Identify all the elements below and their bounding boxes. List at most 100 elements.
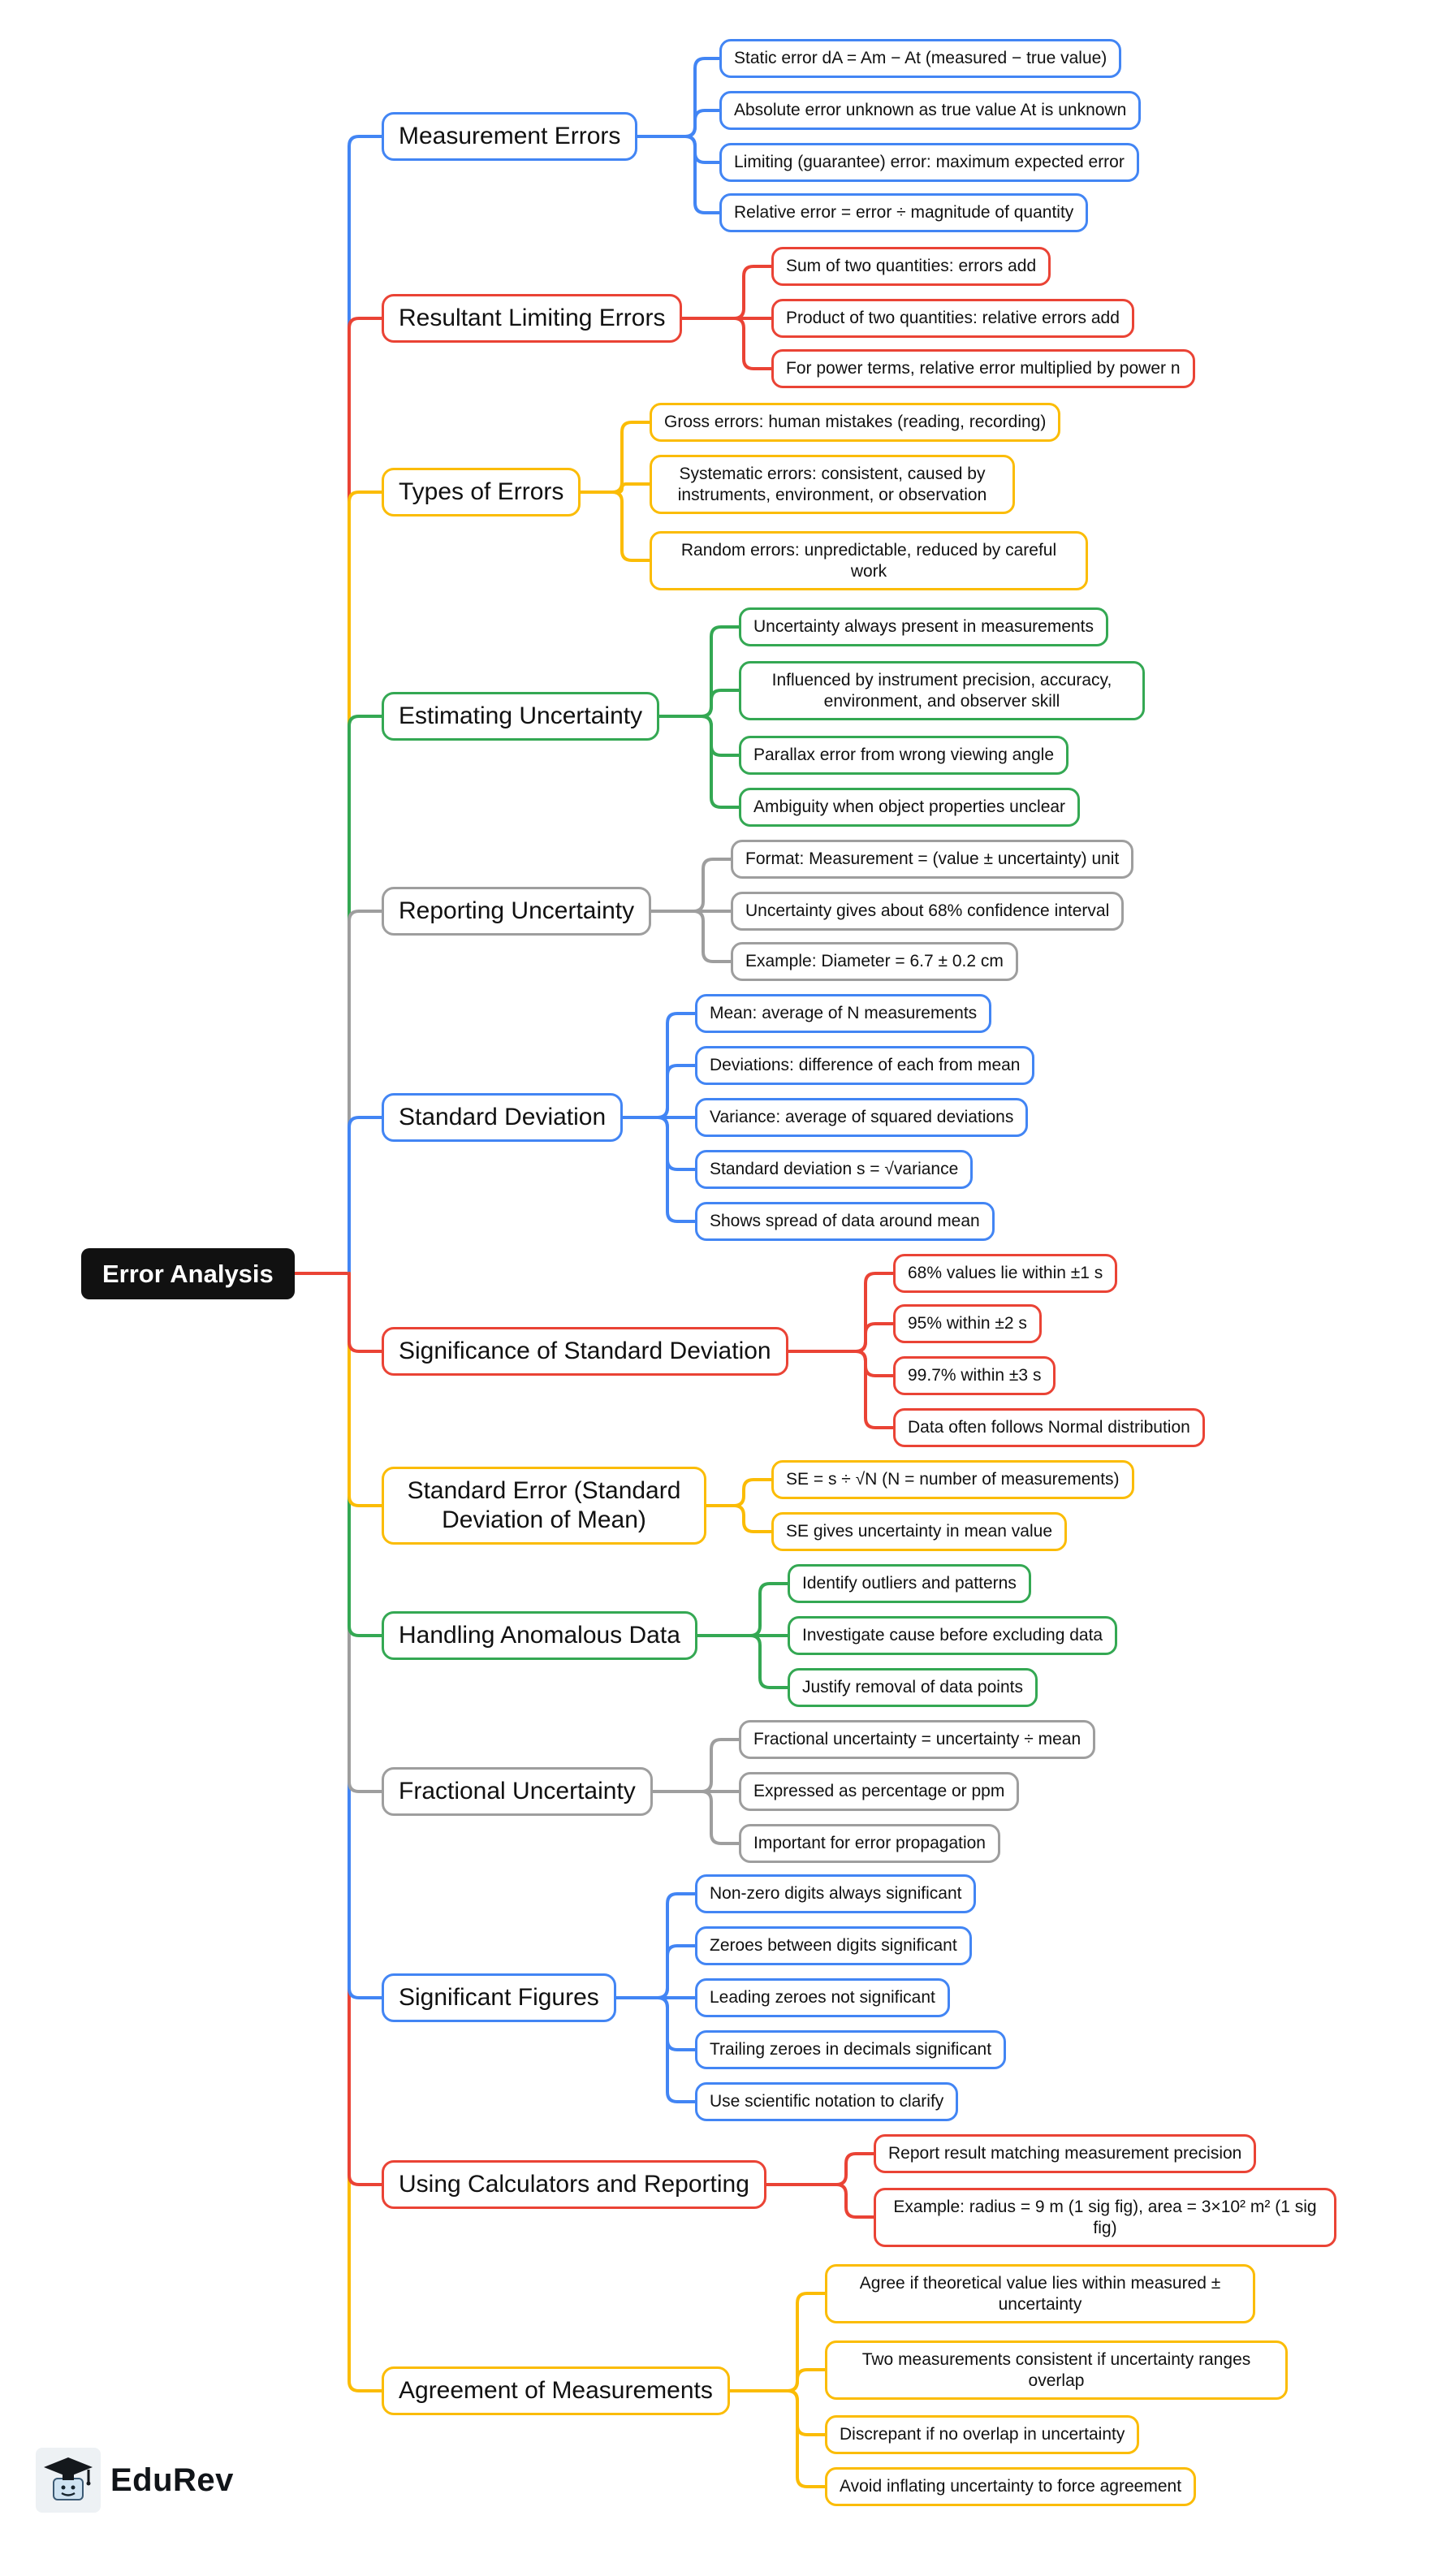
connector-line	[610, 1996, 703, 2051]
child-node[interactable]: Format: Measurement = (value ± uncertain…	[731, 840, 1134, 879]
connector-line	[631, 135, 727, 164]
child-node[interactable]: SE = s ÷ √N (N = number of measurements)	[771, 1460, 1134, 1499]
branch-node[interactable]: Handling Anomalous Data	[382, 1611, 697, 1660]
child-node[interactable]: Standard deviation s = √variance	[695, 1150, 974, 1189]
child-node[interactable]: Mean: average of N measurements	[695, 994, 992, 1033]
child-node[interactable]: Absolute error unknown as true value At …	[719, 91, 1142, 130]
child-node[interactable]: Avoid inflating uncertainty to force agr…	[825, 2467, 1197, 2506]
child-node[interactable]: Trailing zeroes in decimals significant	[695, 2030, 1007, 2069]
connector-line	[610, 1944, 703, 1999]
child-node[interactable]: Shows spread of data around mean	[695, 1202, 995, 1241]
connector-line	[653, 715, 747, 757]
connector-line	[574, 482, 658, 494]
branch-node[interactable]: Standard Deviation	[382, 1093, 624, 1142]
connector-line	[691, 1582, 796, 1637]
connector-line	[653, 715, 747, 809]
connector-line	[574, 491, 658, 562]
branch-node[interactable]: Significance of Standard Deviation	[382, 1327, 788, 1376]
child-node[interactable]: Static error dA = Am − At (measured − tr…	[719, 39, 1122, 78]
connector-line	[782, 1272, 901, 1353]
child-node[interactable]: Identify outliers and patterns	[788, 1564, 1031, 1603]
edurev-logo[interactable]: EduRev	[36, 2448, 234, 2513]
child-node[interactable]: Gross errors: human mistakes (reading, r…	[650, 403, 1061, 442]
child-node[interactable]: Ambiguity when object properties unclear	[739, 788, 1081, 827]
child-node[interactable]: Leading zeroes not significant	[695, 1978, 950, 2017]
connector-line	[348, 1272, 390, 2392]
branch-node[interactable]: Standard Error (Standard Deviation of Me…	[382, 1467, 706, 1545]
child-node[interactable]: Influenced by instrument precision, accu…	[739, 661, 1145, 721]
connector-line	[348, 1272, 390, 1507]
child-node[interactable]: Zeroes between digits significant	[695, 1926, 972, 1965]
connector-line	[616, 1116, 703, 1171]
connector-line	[348, 317, 390, 1275]
connector-line	[723, 2389, 833, 2436]
connector-line	[782, 1322, 901, 1353]
connector-line	[348, 1116, 390, 1275]
connector-line	[348, 1272, 390, 1637]
branch-node[interactable]: Fractional Uncertainty	[382, 1767, 653, 1816]
child-node[interactable]: For power terms, relative error multipli…	[771, 349, 1195, 388]
connector-line	[700, 1504, 779, 1533]
child-node[interactable]: Important for error propagation	[739, 1824, 1000, 1863]
child-node[interactable]: Product of two quantities: relative erro…	[771, 299, 1134, 338]
child-node[interactable]: Agree if theoretical value lies within m…	[825, 2264, 1255, 2324]
branch-node[interactable]: Types of Errors	[382, 468, 581, 516]
connector-line	[348, 1272, 390, 1999]
child-node[interactable]: Random errors: unpredictable, reduced by…	[650, 531, 1088, 591]
branch-node[interactable]: Resultant Limiting Errors	[382, 294, 683, 343]
child-node[interactable]: Variance: average of squared deviations	[695, 1098, 1029, 1137]
child-node[interactable]: Uncertainty gives about 68% confidence i…	[731, 892, 1125, 931]
child-node[interactable]: Fractional uncertainty = uncertainty ÷ m…	[739, 1720, 1096, 1759]
connector-line	[653, 689, 747, 718]
child-node[interactable]: Example: radius = 9 m (1 sig fig), area …	[874, 2188, 1336, 2248]
connector-line	[631, 57, 727, 138]
child-node[interactable]: Deviations: difference of each from mean	[695, 1046, 1035, 1085]
child-node[interactable]: Uncertainty always present in measuremen…	[739, 607, 1109, 646]
branch-node[interactable]: Reporting Uncertainty	[382, 887, 652, 936]
child-node[interactable]: Use scientific notation to clarify	[695, 2082, 959, 2121]
connector-line	[645, 858, 739, 913]
child-node[interactable]: Justify removal of data points	[788, 1668, 1038, 1707]
branch-node[interactable]: Significant Figures	[382, 1973, 616, 2022]
child-node[interactable]: Limiting (guarantee) error: maximum expe…	[719, 143, 1139, 182]
child-node[interactable]: SE gives uncertainty in mean value	[771, 1512, 1068, 1551]
branch-node[interactable]: Estimating Uncertainty	[382, 692, 660, 741]
child-node[interactable]: Relative error = error ÷ magnitude of qu…	[719, 193, 1089, 232]
child-node[interactable]: Sum of two quantities: errors add	[771, 247, 1051, 286]
connector-line	[631, 135, 727, 214]
connector-line	[653, 625, 747, 718]
child-node[interactable]: 95% within ±2 s	[893, 1304, 1042, 1343]
child-node[interactable]: 68% values lie within ±1 s	[893, 1254, 1118, 1293]
child-node[interactable]: Investigate cause before excluding data	[788, 1616, 1118, 1655]
child-node[interactable]: Two measurements consistent if uncertain…	[825, 2340, 1288, 2401]
branch-node[interactable]: Agreement of Measurements	[382, 2366, 730, 2415]
child-node[interactable]: Parallax error from wrong viewing angle	[739, 736, 1069, 775]
connector-line	[610, 1996, 703, 2103]
child-node[interactable]: Example: Diameter = 6.7 ± 0.2 cm	[731, 942, 1018, 981]
child-node[interactable]: Systematic errors: consistent, caused by…	[650, 455, 1015, 515]
connector-line	[782, 1350, 901, 1429]
connector-line	[646, 1790, 747, 1845]
connector-line	[348, 715, 390, 1275]
connector-line	[760, 2152, 882, 2186]
connector-line	[348, 1272, 390, 1353]
edurev-logo-icon	[36, 2448, 101, 2513]
root-node[interactable]: Error Analysis	[81, 1248, 295, 1300]
child-node[interactable]: Data often follows Normal distribution	[893, 1408, 1205, 1447]
connector-line	[691, 1634, 796, 1689]
connector-line	[723, 2368, 833, 2392]
graduation-cap-icon	[44, 2457, 93, 2500]
connector-line	[676, 317, 779, 370]
child-node[interactable]: Non-zero digits always significant	[695, 1874, 977, 1913]
branch-node[interactable]: Using Calculators and Reporting	[382, 2160, 766, 2209]
child-node[interactable]: 99.7% within ±3 s	[893, 1356, 1056, 1395]
connector-line	[676, 265, 779, 320]
connector-line	[723, 2292, 833, 2392]
connector-line	[348, 910, 390, 1275]
branch-node[interactable]: Measurement Errors	[382, 112, 638, 161]
child-node[interactable]: Expressed as percentage or ppm	[739, 1772, 1020, 1811]
child-node[interactable]: Discrepant if no overlap in uncertainty	[825, 2415, 1140, 2454]
child-node[interactable]: Report result matching measurement preci…	[874, 2134, 1257, 2173]
